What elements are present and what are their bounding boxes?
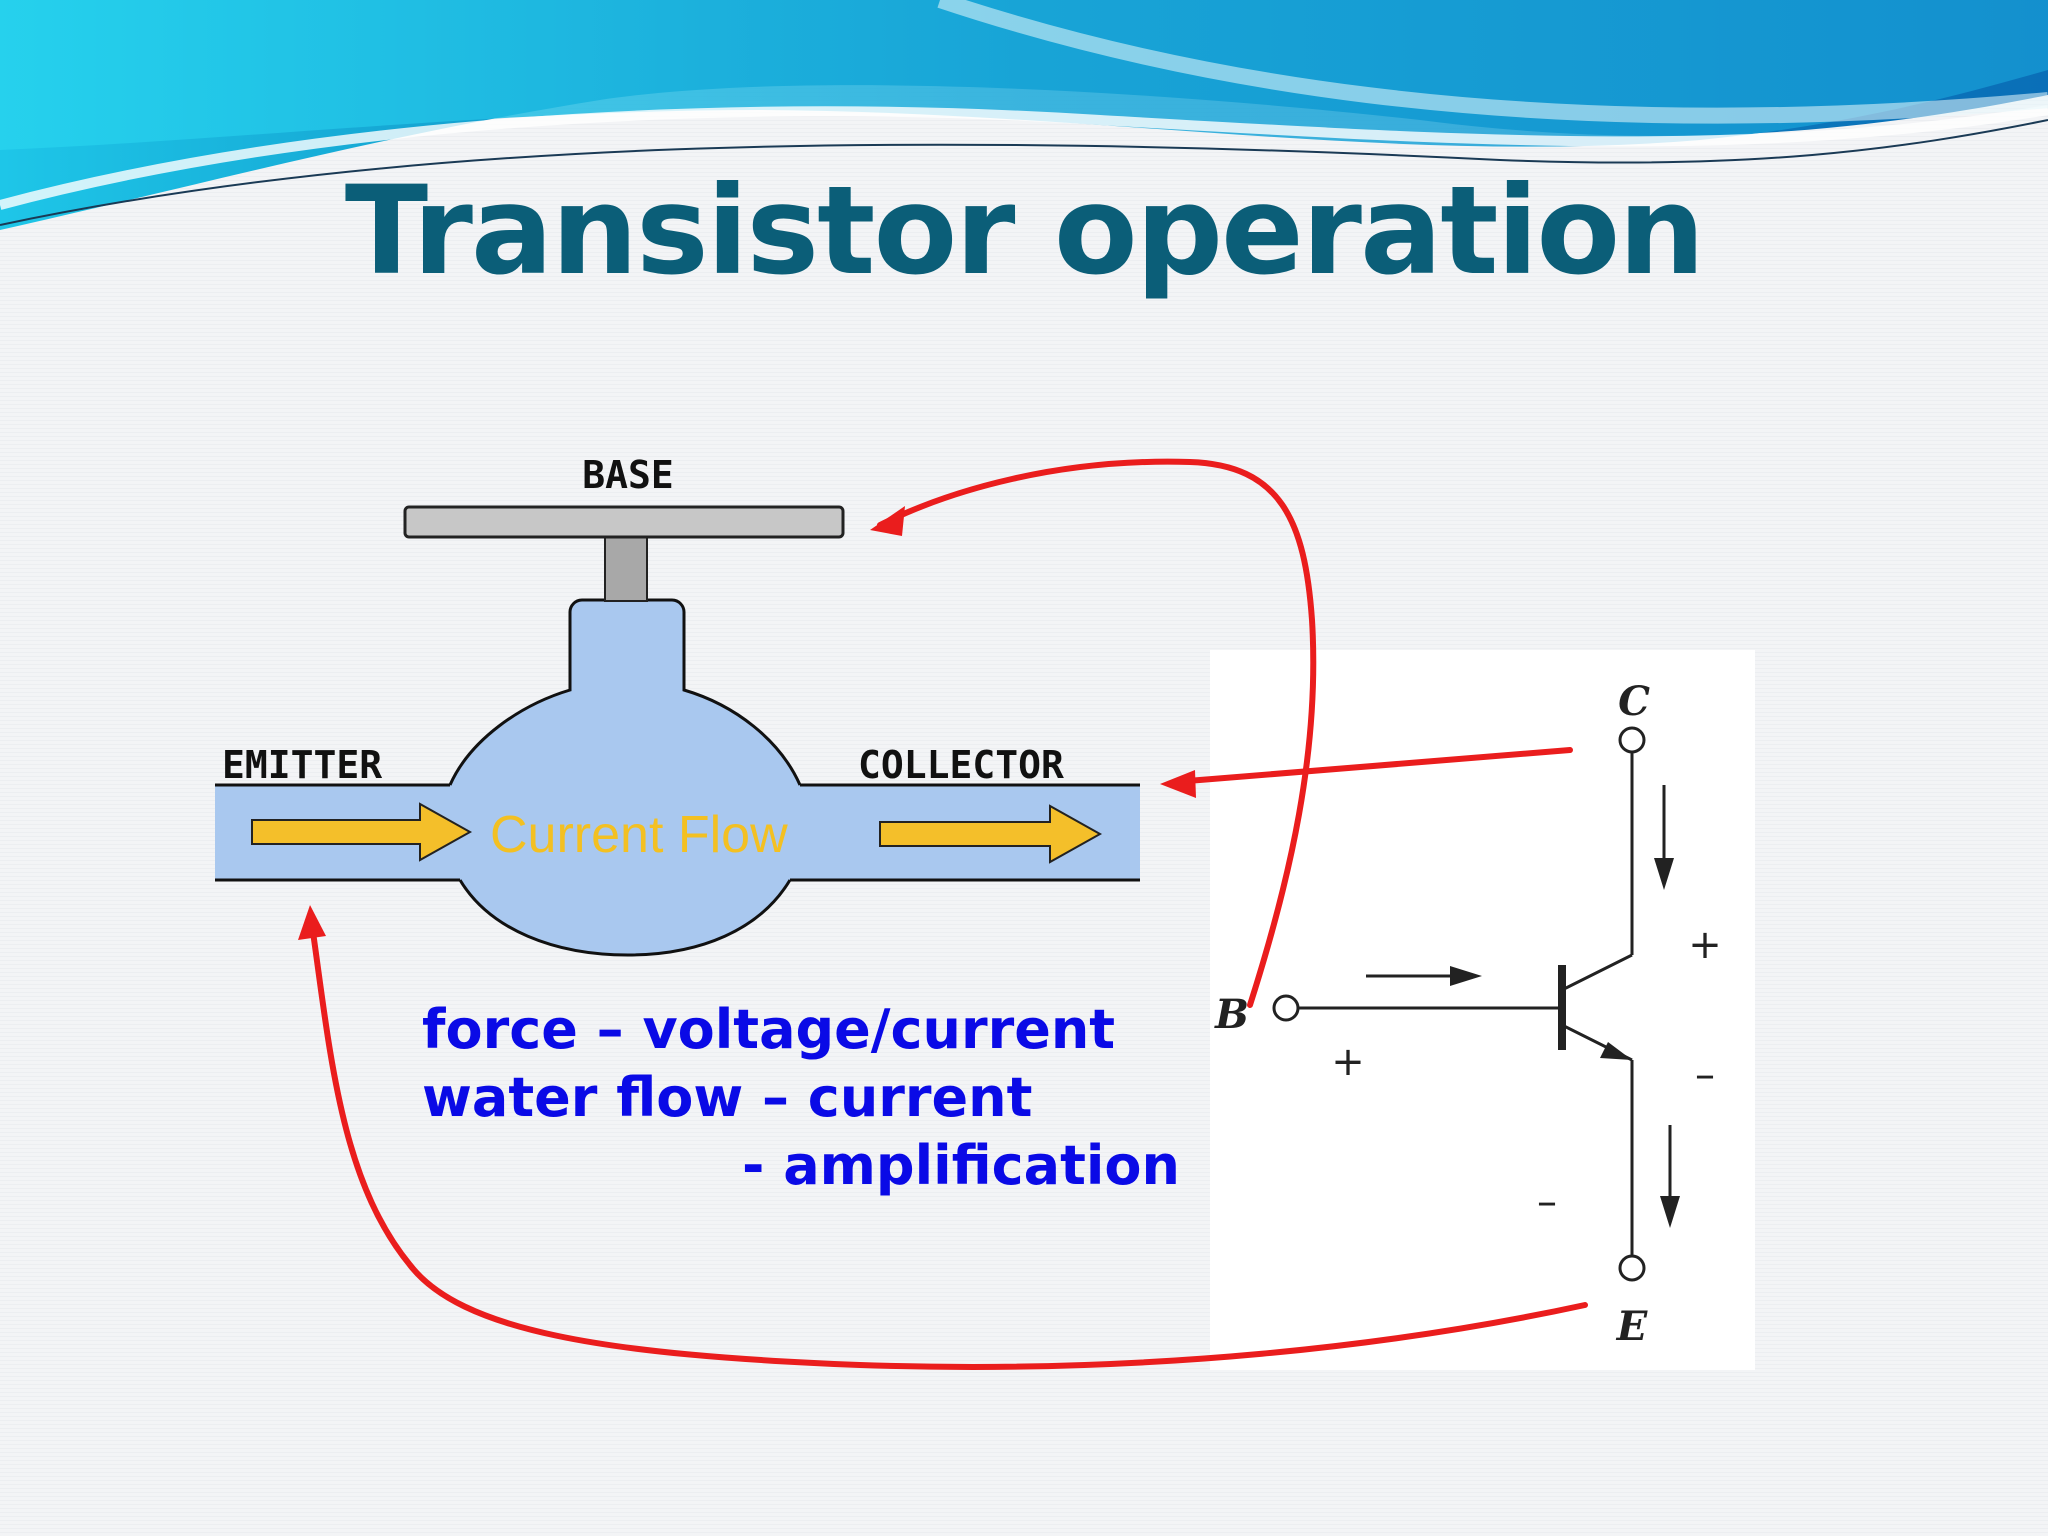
emitter-label: EMITTER bbox=[222, 743, 382, 787]
terminal-b-label: B bbox=[1214, 991, 1249, 1038]
mapping-connectors bbox=[309, 458, 1588, 1370]
arrowhead-collector-icon bbox=[1160, 770, 1196, 798]
polarity-minus-be: – bbox=[1537, 1179, 1557, 1225]
connector-base bbox=[877, 458, 1317, 1008]
valve-stem bbox=[604, 536, 648, 602]
arrow-right-icon bbox=[1366, 966, 1482, 986]
base-terminal bbox=[1272, 994, 1300, 1022]
polarity-plus-be: + bbox=[1331, 1039, 1365, 1085]
connector-emitter bbox=[309, 922, 1588, 1370]
collector-label: COLLECTOR bbox=[858, 743, 1064, 787]
arrowhead-base-icon bbox=[870, 506, 905, 536]
emitter-terminal bbox=[1618, 1254, 1646, 1282]
caption-line-3: - amplification bbox=[742, 1134, 1180, 1197]
terminal-e-label: E bbox=[1616, 1303, 1648, 1350]
page-title: Transistor operation bbox=[344, 160, 1705, 302]
header-wave bbox=[0, 0, 2048, 230]
polarity-minus-ce: – bbox=[1695, 1052, 1715, 1098]
arrow-right-icon bbox=[879, 804, 1103, 864]
arrow-down-icon bbox=[1660, 1125, 1680, 1228]
arrowhead-emitter-icon bbox=[298, 905, 326, 940]
connector-collector bbox=[1172, 747, 1573, 785]
caption-line-2: water flow – current bbox=[422, 1066, 1033, 1129]
pipe-body bbox=[215, 600, 1140, 955]
arrow-right-icon bbox=[251, 802, 473, 862]
valve-diagram: BASE EMITTER COLLECTOR Current Flow bbox=[215, 453, 1140, 957]
arrow-down-icon bbox=[1654, 785, 1674, 890]
collector-terminal bbox=[1618, 726, 1646, 754]
caption-line-1: force – voltage/current bbox=[422, 998, 1116, 1061]
base-label: BASE bbox=[582, 453, 674, 497]
terminal-c-label: C bbox=[1618, 678, 1650, 725]
valve-handle bbox=[403, 505, 845, 539]
emitter-arrow-icon bbox=[1600, 1042, 1632, 1060]
current-flow-label: Current Flow bbox=[490, 806, 788, 864]
polarity-plus-ce: + bbox=[1688, 922, 1722, 968]
